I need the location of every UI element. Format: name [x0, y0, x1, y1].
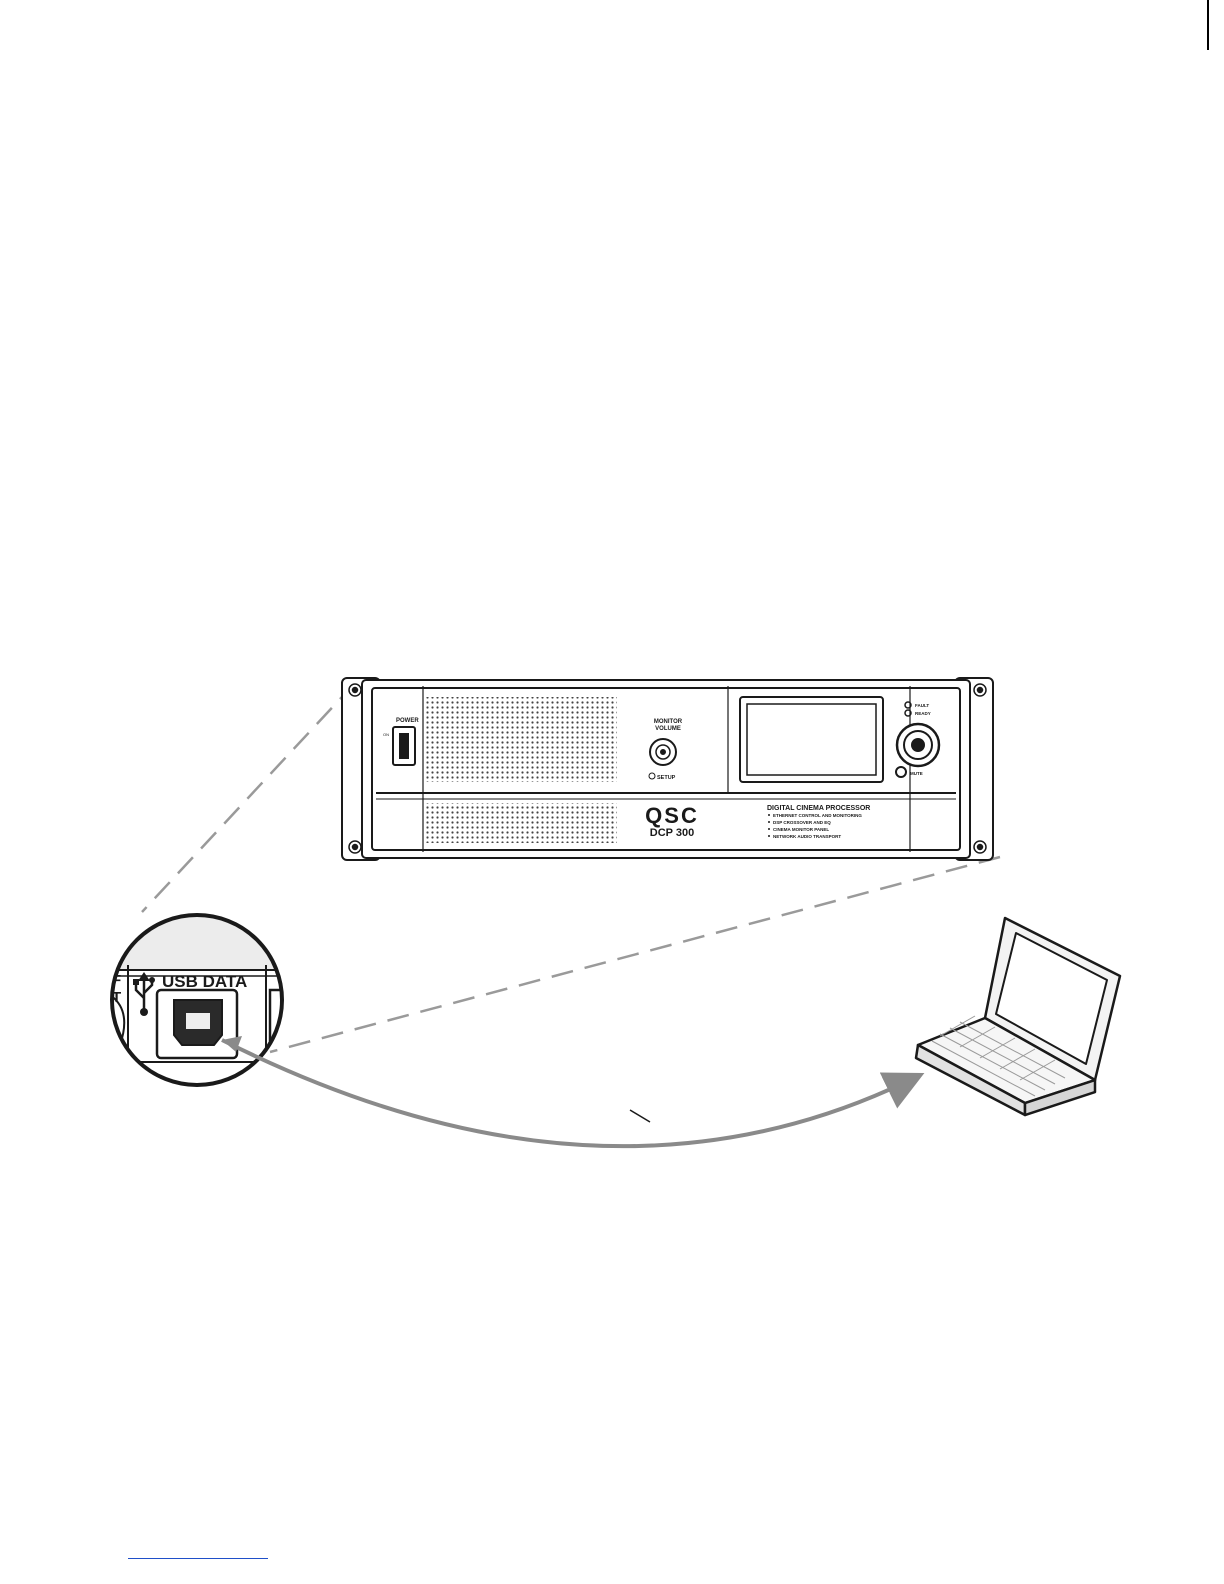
- feature-item: DSP CROSSOVER AND EQ: [773, 820, 831, 825]
- model-name: DCP 300: [650, 827, 694, 839]
- footnote-rule: [128, 1558, 268, 1559]
- monitor-label-1: MONITOR: [654, 719, 683, 725]
- feature-item: ETHERNET CONTROL AND MONITORING: [773, 813, 862, 818]
- monitor-label-2: VOLUME: [655, 726, 681, 732]
- usb-data-label: USB DATA: [162, 972, 247, 991]
- fault-label: FAULT: [915, 703, 929, 708]
- power-on-label: ON: [383, 732, 389, 737]
- mute-label: MUTE: [910, 771, 923, 776]
- grille-lower: [424, 803, 617, 843]
- cable-tick-mark: [630, 1110, 650, 1122]
- power-label: POWER: [396, 718, 419, 724]
- laptop-icon: [916, 918, 1120, 1115]
- power-switch: [393, 727, 415, 765]
- grille-upper: [424, 697, 617, 782]
- zoom-line-upper: [142, 683, 355, 912]
- arrow-icon: [222, 1036, 910, 1146]
- feature-item: CINEMA MONITOR PANEL: [773, 827, 829, 832]
- zoom-line-lower: [270, 857, 1000, 1052]
- ready-label: READY: [915, 711, 931, 716]
- brand-logo: QSC: [645, 803, 699, 828]
- setup-label: SETUP: [657, 775, 676, 781]
- feature-item: NETWORK AUDIO TRANSPORT: [773, 834, 841, 839]
- lcd-screen: [740, 697, 883, 782]
- usb-b-port: [157, 990, 237, 1058]
- product-line: DIGITAL CINEMA PROCESSOR: [767, 805, 870, 812]
